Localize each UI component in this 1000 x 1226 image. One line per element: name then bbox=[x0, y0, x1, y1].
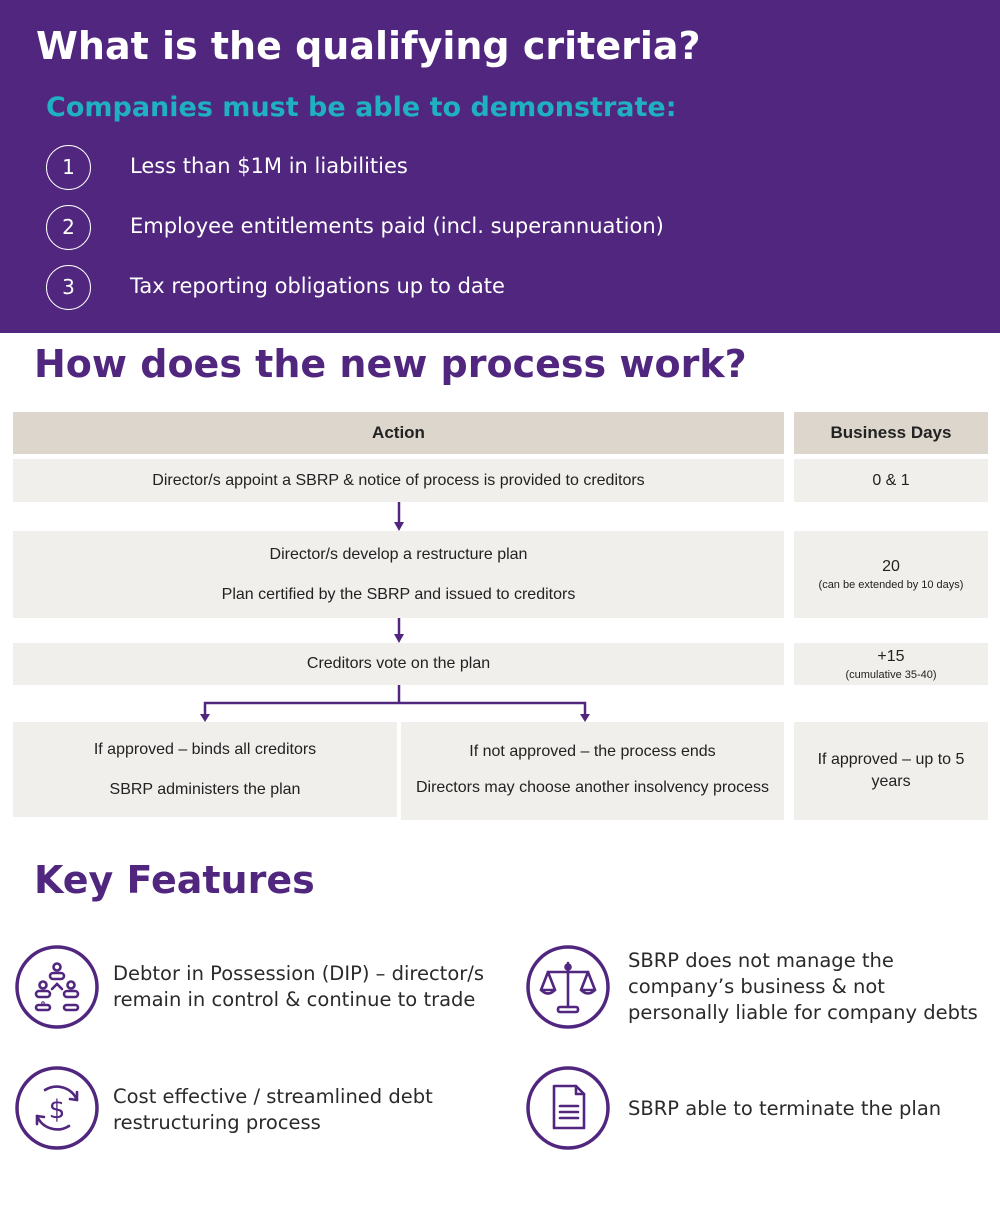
days-value: If approved – up to 5 years bbox=[817, 751, 965, 790]
step-vote: Creditors vote on the plan bbox=[13, 643, 784, 685]
dollar-cycle-icon: $ bbox=[15, 1066, 99, 1150]
outcome-text: Directors may choose another insolvency … bbox=[415, 779, 770, 796]
people-hierarchy-icon bbox=[15, 945, 99, 1029]
criteria-text: Employee entitlements paid (incl. supera… bbox=[130, 214, 664, 238]
feature-text: SBRP does not manage the company’s busin… bbox=[628, 949, 978, 1024]
days-value: 0 & 1 bbox=[872, 471, 910, 489]
days-note: (cumulative 35-40) bbox=[845, 668, 937, 681]
step-appoint: Director/s appoint a SBRP & notice of pr… bbox=[13, 459, 784, 502]
days-header: Business Days bbox=[794, 412, 988, 454]
svg-text:$: $ bbox=[49, 1095, 66, 1125]
outcome-text: SBRP administers the plan bbox=[109, 780, 301, 798]
feature-text: Cost effective / streamlined debt restru… bbox=[113, 1085, 433, 1134]
criteria-item: 2 Employee entitlements paid (incl. supe… bbox=[46, 205, 946, 251]
outcome-text: If not approved – the process ends bbox=[469, 743, 716, 760]
step-text: Plan certified by the SBRP and issued to… bbox=[221, 585, 576, 603]
action-header: Action bbox=[13, 412, 784, 454]
days-header-label: Business Days bbox=[830, 423, 952, 442]
days-value: 20 bbox=[882, 558, 900, 575]
step-days: 0 & 1 bbox=[794, 459, 988, 502]
criteria-subtitle: Companies must be able to demonstrate: bbox=[46, 92, 677, 123]
feature-text: Debtor in Possession (DIP) – director/s … bbox=[113, 962, 485, 1011]
features-title: Key Features bbox=[34, 858, 315, 902]
step-text: Director/s develop a restructure plan bbox=[269, 545, 528, 563]
final-days: If approved – up to 5 years bbox=[794, 722, 988, 820]
step-text: Director/s appoint a SBRP & notice of pr… bbox=[152, 471, 645, 489]
criteria-text: Tax reporting obligations up to date bbox=[130, 274, 505, 298]
step-text: Creditors vote on the plan bbox=[306, 655, 491, 672]
step-days: 20 (can be extended by 10 days) bbox=[794, 531, 988, 618]
criteria-text: Less than $1M in liabilities bbox=[130, 154, 408, 178]
days-value: +15 bbox=[877, 647, 905, 665]
criteria-item: 1 Less than $1M in liabilities bbox=[46, 145, 946, 191]
scales-icon bbox=[526, 945, 610, 1029]
document-icon bbox=[526, 1066, 610, 1150]
outcome-approved: If approved – binds all creditors SBRP a… bbox=[13, 722, 397, 817]
criteria-title: What is the qualifying criteria? bbox=[36, 24, 701, 68]
days-note: (can be extended by 10 days) bbox=[818, 579, 964, 591]
outcome-text: If approved – binds all creditors bbox=[93, 740, 317, 758]
step-plan: Director/s develop a restructure plan Pl… bbox=[13, 531, 784, 618]
outcome-not-approved: If not approved – the process ends Direc… bbox=[401, 722, 784, 820]
feature-text: SBRP able to terminate the plan bbox=[628, 1097, 942, 1120]
criteria-item: 3 Tax reporting obligations up to date bbox=[46, 265, 946, 311]
number-badge: 1 bbox=[46, 145, 91, 190]
action-header-label: Action bbox=[372, 423, 425, 442]
process-title: How does the new process work? bbox=[34, 342, 747, 386]
step-days: +15 (cumulative 35-40) bbox=[794, 643, 988, 685]
criteria-banner: What is the qualifying criteria? Compani… bbox=[0, 0, 1000, 333]
number-badge: 3 bbox=[46, 265, 91, 310]
number-badge: 2 bbox=[46, 205, 91, 250]
